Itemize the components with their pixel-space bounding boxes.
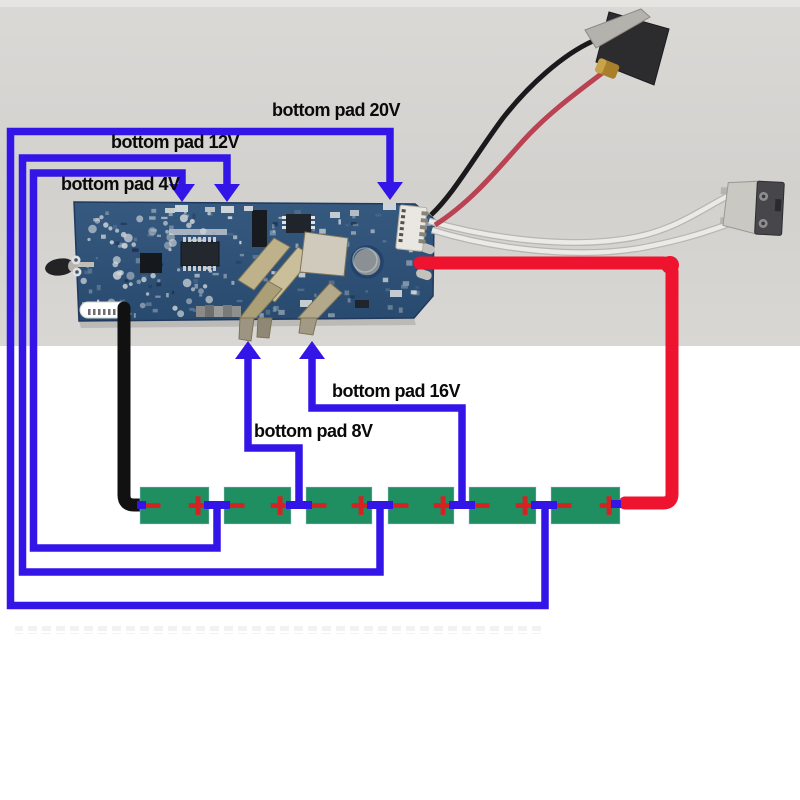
arrow-up-16v xyxy=(299,341,325,359)
metal-terminals xyxy=(237,231,349,342)
battery-cell: − + xyxy=(387,486,455,525)
red-sense-wire xyxy=(433,69,607,228)
junction-16v xyxy=(449,501,475,509)
white-wire xyxy=(428,190,735,245)
ghost-watermark xyxy=(15,626,545,634)
tap-wire-8v xyxy=(235,341,303,506)
junction-4v xyxy=(204,501,230,509)
pcb-pixelated-patch xyxy=(196,305,241,317)
white-wire xyxy=(431,218,738,255)
junction-8v xyxy=(286,501,312,509)
tap-wire-12v xyxy=(18,154,384,576)
pcb-solder-pads xyxy=(175,203,396,213)
junction-20v xyxy=(531,501,557,509)
thermistor xyxy=(45,258,94,276)
junction-24v xyxy=(611,500,621,508)
battery-cell: − + xyxy=(139,486,210,525)
tap-wire-4v xyxy=(29,169,221,552)
arrow-down-20v xyxy=(377,182,403,200)
junction-0v xyxy=(137,501,146,509)
label-pad-4v: bottom pad 4V xyxy=(61,174,180,194)
cell-junction-bars xyxy=(137,500,621,509)
plus-terminal: + xyxy=(514,490,537,521)
pcb-board xyxy=(45,201,435,342)
arrow-down-4v xyxy=(169,184,195,202)
pcb-edge-notches xyxy=(416,243,435,281)
tap-wire-16v xyxy=(299,341,466,506)
pcb-wire-connector xyxy=(395,204,429,252)
charge-port-component xyxy=(584,8,670,86)
label-pad-12v: bottom pad 12V xyxy=(111,132,240,152)
label-pad-16v: bottom pad 16V xyxy=(332,381,461,401)
black-sense-wire xyxy=(429,38,595,217)
trigger-switch xyxy=(720,180,785,236)
pcb-ic-chips xyxy=(140,206,402,308)
arrow-up-8v xyxy=(235,341,261,359)
battery-cell: − + xyxy=(305,486,373,525)
minus-terminal: − xyxy=(306,490,329,521)
minus-terminal: − xyxy=(469,490,492,521)
positive-lead-red xyxy=(413,256,679,510)
plus-terminal: + xyxy=(350,490,373,521)
plus-terminal: + xyxy=(187,490,210,521)
connector-wires xyxy=(428,38,739,257)
negative-lead-black xyxy=(117,301,150,512)
battery-cell: − + xyxy=(468,486,537,525)
battery-cell: − + xyxy=(223,486,292,525)
tap-wire-20v xyxy=(6,127,549,610)
plus-terminal: + xyxy=(432,490,455,521)
junction-12v xyxy=(367,501,393,509)
label-pad-8v: bottom pad 8V xyxy=(254,421,373,441)
pcb-hole xyxy=(350,245,384,279)
battery-cell: − + xyxy=(550,486,621,525)
arrow-down-12v xyxy=(214,184,240,202)
minus-terminal: − xyxy=(388,490,411,521)
label-pad-20v: bottom pad 20V xyxy=(272,100,401,120)
pcb-left-pads xyxy=(71,255,82,277)
